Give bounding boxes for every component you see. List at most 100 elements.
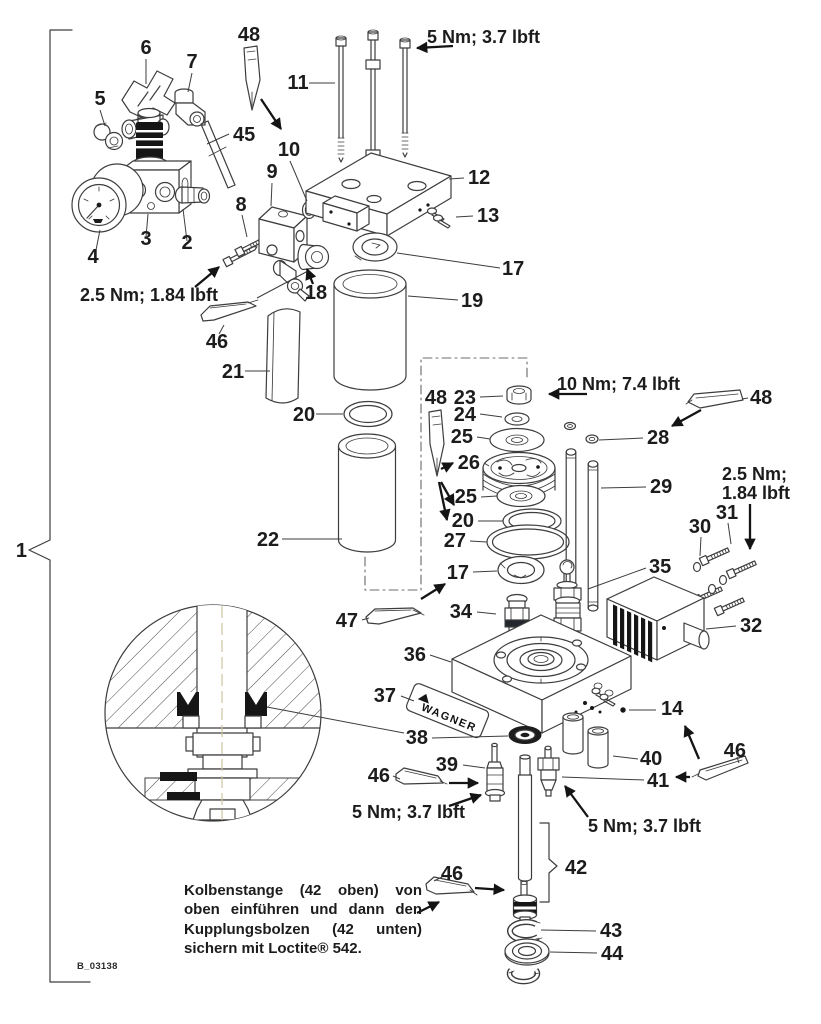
part-label-5: 5 bbox=[94, 88, 105, 110]
torque-callout-5-Nm-3.7-lbft: 5 Nm; 3.7 lbft bbox=[588, 816, 701, 836]
part-48-adhesive-tube-b bbox=[428, 409, 445, 477]
dashed-assembly-outline bbox=[364, 357, 528, 591]
part-13-screws bbox=[426, 207, 451, 229]
part-label-2: 2 bbox=[181, 232, 192, 254]
part-5-fitting bbox=[93, 122, 124, 151]
part-label-26: 26 bbox=[458, 452, 480, 474]
part-17-ring-top bbox=[352, 232, 398, 262]
part-46-applicator-c bbox=[395, 767, 448, 785]
part-30-31-screws bbox=[677, 547, 757, 623]
part-label-39: 39 bbox=[436, 754, 458, 776]
part-26-piston bbox=[482, 451, 556, 498]
part-label-13: 13 bbox=[477, 205, 499, 227]
part-label-44: 44 bbox=[601, 943, 624, 965]
part-27-o-ring bbox=[486, 524, 570, 560]
note-line: Kolbenstange (42 oben) von bbox=[184, 882, 422, 899]
part-label-46: 46 bbox=[441, 863, 463, 885]
part-7-elbow-fitting bbox=[174, 88, 206, 127]
part-label-7: 7 bbox=[186, 51, 197, 73]
part-36-motor-block bbox=[451, 614, 632, 734]
part-label-48: 48 bbox=[750, 387, 772, 409]
part-46-applicator-d bbox=[425, 876, 478, 896]
part-label-40: 40 bbox=[640, 748, 662, 770]
part-25-disc-lower bbox=[496, 484, 546, 508]
part-38-seal bbox=[508, 726, 542, 744]
part-21-shim bbox=[265, 308, 301, 404]
part-24-washer bbox=[504, 412, 530, 426]
part-label-21: 21 bbox=[222, 361, 244, 383]
callout-arrows bbox=[194, 41, 756, 915]
note-line: oben einführen und dann den bbox=[184, 901, 422, 919]
assembly-bracket bbox=[28, 29, 91, 983]
part-label-14: 14 bbox=[661, 698, 684, 720]
part-label-4: 4 bbox=[87, 246, 99, 268]
part-2-fitting bbox=[174, 186, 211, 204]
part-32-muffler bbox=[606, 576, 710, 663]
part-47-applicator bbox=[365, 607, 425, 625]
torque-callout-2.5-Nm-: 2.5 Nm; bbox=[722, 464, 787, 484]
part-label-20: 20 bbox=[293, 404, 315, 426]
part-label-42: 42 bbox=[565, 857, 587, 879]
part-18-fitting bbox=[272, 243, 330, 302]
part-20-o-ring-a bbox=[343, 400, 393, 428]
part-44-washer bbox=[504, 938, 550, 966]
part-19-cylinder bbox=[333, 269, 407, 391]
torque-callout-1.84-lbft: 1.84 lbft bbox=[722, 483, 790, 503]
part-label-20: 20 bbox=[452, 510, 474, 532]
part-22-cylinder bbox=[337, 433, 397, 553]
part-43-e-clip bbox=[507, 919, 543, 944]
part-39-valve-plunger bbox=[484, 742, 506, 802]
part-12-top-plate bbox=[305, 152, 452, 237]
part-label-23: 23 bbox=[454, 387, 476, 409]
part-44-e-clip-lower bbox=[506, 968, 541, 985]
part-label-19: 19 bbox=[461, 290, 483, 312]
part-label-1: 1 bbox=[16, 540, 27, 562]
torque-callout-2.5-Nm-1.84-lbft: 2.5 Nm; 1.84 lbft bbox=[80, 285, 218, 305]
assembly-note: Kolbenstange (42 oben) von oben einführe… bbox=[184, 881, 422, 959]
part-label-35: 35 bbox=[649, 556, 671, 578]
part-42-piston-rod bbox=[512, 754, 538, 923]
part-label-27: 27 bbox=[444, 530, 466, 552]
part-17-ring-mid bbox=[497, 555, 545, 585]
part-label-43: 43 bbox=[600, 920, 622, 942]
part-label-30: 30 bbox=[689, 516, 711, 538]
part-label-38: 38 bbox=[406, 727, 428, 749]
part-48-adhesive-tube-c bbox=[685, 389, 744, 409]
part-4-pressure-gauge bbox=[71, 163, 144, 233]
part-label-18: 18 bbox=[305, 282, 327, 304]
part-label-48: 48 bbox=[425, 387, 447, 409]
part-label-10: 10 bbox=[278, 139, 300, 161]
part-label-9: 9 bbox=[266, 161, 277, 183]
part-label-31: 31 bbox=[716, 502, 738, 524]
part-45-tube bbox=[200, 120, 236, 189]
part-46-applicator-a bbox=[200, 299, 259, 322]
part-label-29: 29 bbox=[650, 476, 672, 498]
part-25-disc-upper bbox=[489, 427, 545, 453]
part-label-12: 12 bbox=[468, 167, 490, 189]
part-14-screws-and-pin bbox=[591, 687, 626, 713]
part-label-32: 32 bbox=[740, 615, 762, 637]
part-label-37: 37 bbox=[374, 685, 396, 707]
torque-callout-10-Nm-7.4-lbft: 10 Nm; 7.4 lbft bbox=[557, 374, 680, 394]
part-label-45: 45 bbox=[233, 124, 255, 146]
part-label-22: 22 bbox=[257, 529, 279, 551]
part-label-47: 47 bbox=[336, 610, 358, 632]
part-label-17: 17 bbox=[502, 258, 524, 280]
part-23-nut bbox=[506, 385, 532, 405]
figure-code: B_03138 bbox=[77, 961, 118, 972]
part-label-46: 46 bbox=[368, 765, 390, 787]
part-label-17: 17 bbox=[447, 562, 469, 584]
part-label-36: 36 bbox=[404, 644, 426, 666]
part-48-adhesive-tube-a bbox=[243, 45, 261, 111]
part-9-valve-block bbox=[258, 206, 308, 263]
torque-callout-5-Nm-3.7-lbft: 5 Nm; 3.7 lbft bbox=[352, 802, 465, 822]
part-40-sleeves bbox=[562, 712, 609, 769]
part-label-48: 48 bbox=[238, 24, 260, 46]
part-label-25: 25 bbox=[455, 486, 477, 508]
note-line: sichern mit Loctite® 542. bbox=[184, 940, 362, 958]
part-label-6: 6 bbox=[140, 37, 151, 59]
part-label-25: 25 bbox=[451, 426, 473, 448]
